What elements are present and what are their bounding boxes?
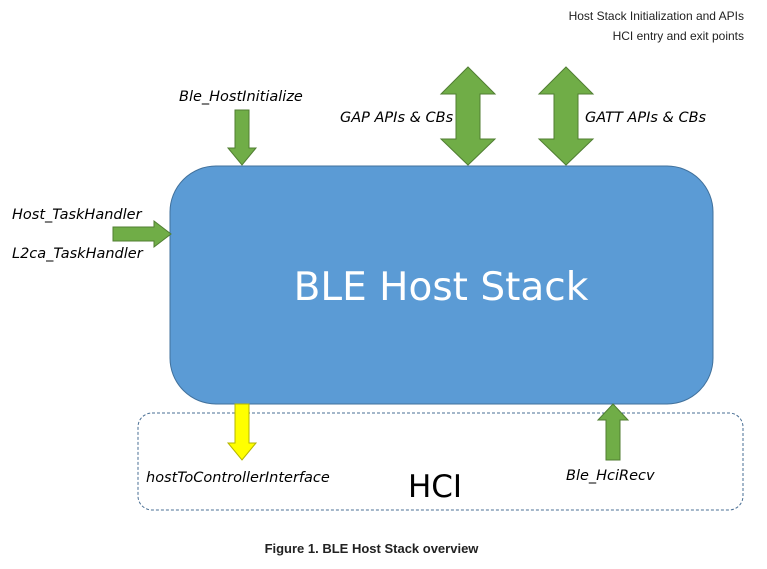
host-initialize-label: Ble_HostInitialize (179, 89, 303, 105)
gap-double-arrow (439, 66, 497, 166)
hci-recv-label: Ble_HciRecv (566, 468, 655, 484)
header-line-1: Host Stack Initialization and APIs (568, 9, 744, 23)
gatt-apis-label: GATT APIs & CBs (585, 110, 707, 126)
task-handler-arrow (112, 219, 172, 249)
header-line-2: HCI entry and exit points (612, 29, 744, 43)
host-stack-title: BLE Host Stack (294, 265, 589, 310)
host-task-handler-label: Host_TaskHandler (12, 207, 143, 223)
host-initialize-arrow (226, 109, 258, 166)
hci-recv-arrow (596, 403, 630, 461)
host-stack-block (169, 165, 714, 405)
figure-caption: Figure 1. BLE Host Stack overview (264, 541, 479, 556)
hci-title: HCI (408, 469, 462, 505)
gap-apis-label: GAP APIs & CBs (340, 110, 454, 126)
host-to-controller-label: hostToControllerInterface (146, 470, 330, 486)
hci-container (137, 412, 744, 511)
l2ca-task-handler-label: L2ca_TaskHandler (12, 246, 144, 262)
gatt-double-arrow (537, 66, 595, 166)
host-to-controller-arrow (226, 403, 258, 461)
